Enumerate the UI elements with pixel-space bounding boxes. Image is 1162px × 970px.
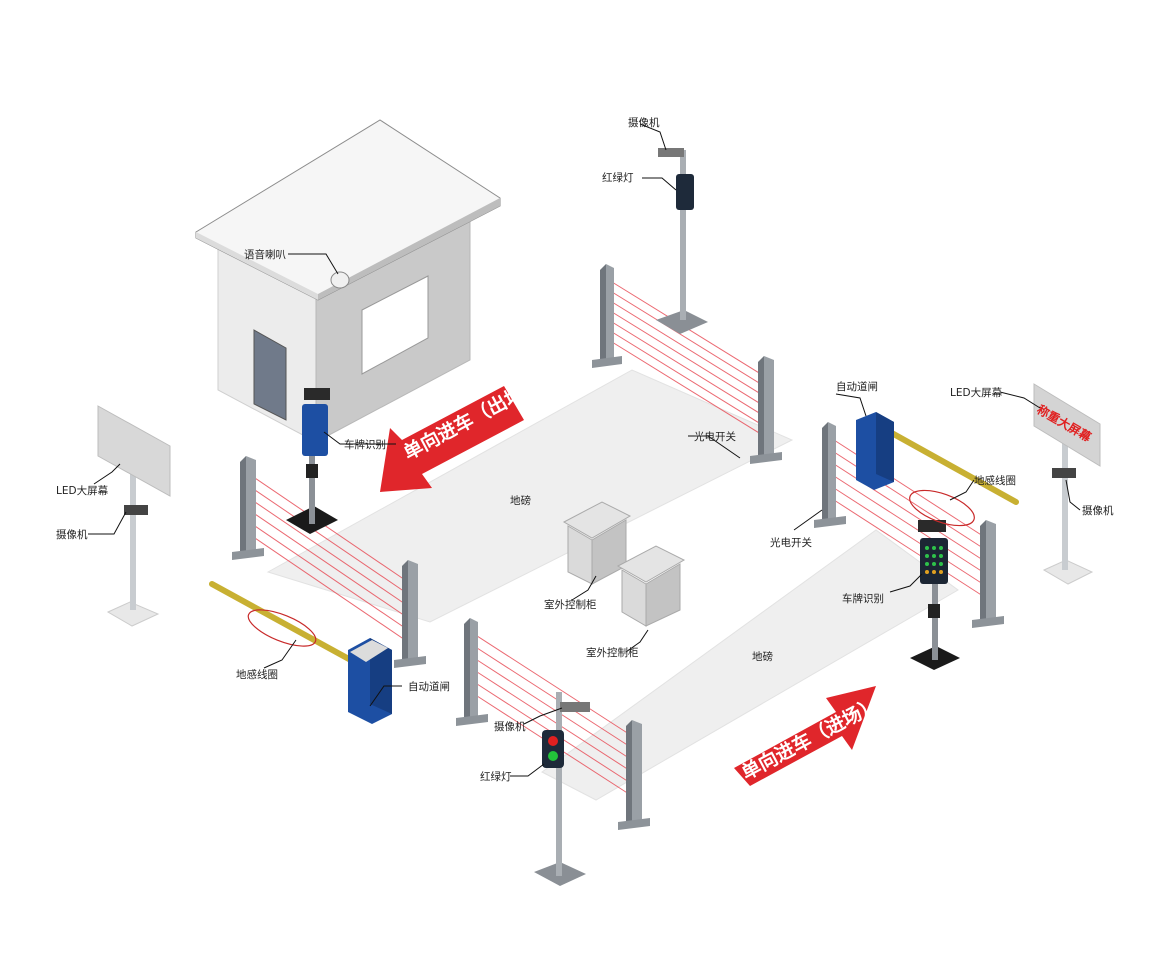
camera-icon [304, 388, 330, 400]
label-loop-right: 地感线圈 [974, 474, 1016, 487]
photo-beams-left [251, 475, 409, 643]
label-barrier-top-right: 自动道闸 [836, 380, 878, 393]
camera-icon [124, 505, 148, 515]
photo-beams-top [611, 281, 765, 437]
plate-recognition-left [286, 388, 338, 534]
traffic-light-icon [676, 174, 694, 210]
label-led-left: LED大屏幕 [56, 484, 109, 497]
label-photo-switch-top: 光电开关 [694, 430, 736, 443]
label-camera-bottom: 摄像机 [494, 720, 526, 733]
speaker-icon [330, 271, 350, 289]
label-led-right: LED大屏幕 [950, 386, 1003, 399]
camera-light-pole-top [656, 148, 708, 334]
label-photo-switch-right: 光电开关 [770, 536, 812, 549]
camera-icon [560, 702, 590, 712]
led-screen-left [97, 405, 171, 627]
label-speaker: 语音喇叭 [244, 248, 286, 261]
scale-platform-right [541, 529, 959, 801]
label-loop-left: 地感线圈 [236, 668, 278, 681]
photo-post [394, 560, 426, 668]
label-camera-right: 摄像机 [1082, 504, 1114, 517]
photo-post [618, 720, 650, 830]
photo-post [456, 618, 488, 726]
label-light-top: 红绿灯 [602, 171, 634, 184]
label-plate-right: 车牌识别 [842, 592, 884, 605]
kiosk-door [253, 329, 287, 421]
label-plate-left: 车牌识别 [344, 438, 386, 451]
barrier-gate-top-right [856, 412, 1019, 527]
camera-icon [1052, 468, 1076, 478]
traffic-light-icon [542, 730, 564, 768]
ground-loop [247, 609, 317, 647]
camera-light-pole-bottom [534, 692, 590, 886]
label-camera-top: 摄像机 [628, 116, 660, 129]
ground-loop [909, 489, 975, 527]
guard-kiosk [195, 119, 501, 443]
label-scale-right: 地磅 [752, 650, 773, 663]
photo-post [232, 456, 264, 560]
camera-icon [658, 148, 684, 157]
photo-post [972, 520, 1004, 628]
camera-icon [918, 520, 946, 532]
label-light-bottom: 红绿灯 [480, 770, 512, 783]
label-scale-left: 地磅 [510, 494, 531, 507]
photo-post [750, 356, 782, 464]
photo-post [814, 422, 846, 528]
outdoor-cabinet [562, 501, 632, 585]
entry-arrow-label: 单向进车（进场） [738, 693, 883, 785]
label-barrier-bottom-left: 自动道闸 [408, 680, 450, 693]
label-camera-left: 摄像机 [56, 528, 88, 541]
plate-recognition-right [910, 520, 960, 670]
barrier-gate-bottom-left [209, 581, 392, 724]
label-cabinet-1: 室外控制柜 [544, 598, 597, 611]
photo-post [592, 264, 622, 368]
scale-platform-left [266, 369, 794, 623]
label-cabinet-2: 室外控制柜 [586, 646, 639, 659]
kiosk-window [361, 275, 429, 375]
outdoor-cabinet [616, 545, 686, 627]
